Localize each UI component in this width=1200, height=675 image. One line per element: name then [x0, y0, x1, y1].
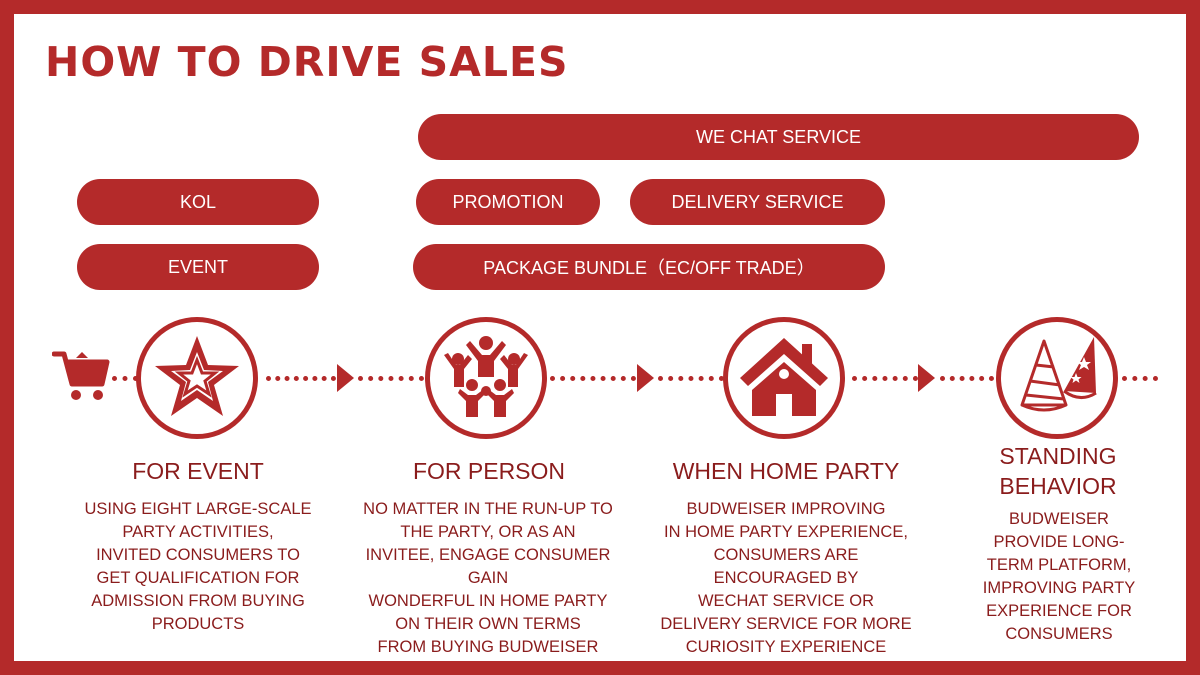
connector-dots — [1122, 376, 1158, 381]
flow-arrow — [337, 364, 354, 392]
people-celebrating-icon — [438, 333, 534, 424]
wechat-service-pill: WE CHAT SERVICE — [418, 114, 1139, 160]
stage-title-person: FOR PERSON — [412, 458, 566, 484]
stage-title-standing-behavior: STANDING BEHAVIOR — [999, 443, 1117, 499]
stage-title-event: FOR EVENT — [132, 458, 264, 484]
connector-dots — [658, 376, 724, 381]
connector-dots — [266, 376, 336, 381]
flow-arrow — [918, 364, 935, 392]
standing-behavior-stage-circle — [996, 317, 1118, 439]
shopping-cart-icon — [51, 348, 110, 409]
delivery-service-pill: DELIVERY SERVICE — [630, 179, 885, 225]
connector-dots — [940, 376, 994, 381]
connector-dots — [852, 376, 918, 381]
package-bundle-pill: PACKAGE BUNDLE（EC/OFF TRADE） — [413, 244, 885, 290]
home-party-stage-circle — [723, 317, 845, 439]
stage-desc-person: NO MATTER IN THE RUN-UP TO THE PARTY, OR… — [363, 500, 613, 656]
house-icon — [738, 334, 830, 423]
stage-desc-home-party: BUDWEISER IMPROVING IN HOME PARTY EXPERI… — [660, 500, 912, 656]
stage-desc-event: USING EIGHT LARGE-SCALE PARTY ACTIVITIES… — [84, 500, 312, 633]
event-stage-circle — [136, 317, 258, 439]
connector-dots — [112, 376, 138, 381]
person-stage-circle — [425, 317, 547, 439]
flow-arrow — [637, 364, 654, 392]
star-icon — [151, 332, 243, 425]
kol-pill: KOL — [77, 179, 319, 225]
connector-dots — [358, 376, 424, 381]
event-pill: EVENT — [77, 244, 319, 290]
stage-desc-standing-behavior: BUDWEISER PROVIDE LONG- TERM PLATFORM, I… — [982, 510, 1136, 643]
page-title: HOW TO DRIVE SALES — [45, 38, 569, 86]
connector-dots — [550, 376, 636, 381]
party-hats-icon — [1014, 333, 1100, 424]
promotion-pill: PROMOTION — [416, 179, 600, 225]
stage-title-home-party: WHEN HOME PARTY — [672, 458, 900, 484]
